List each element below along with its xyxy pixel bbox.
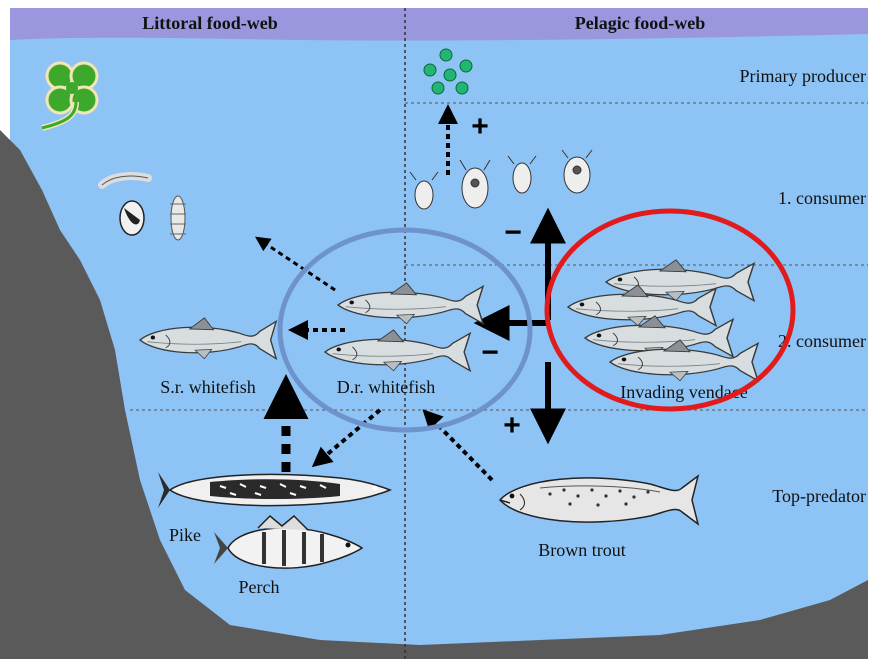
sign-plus-predator: + (503, 409, 521, 442)
level-consumer-1: 1. consumer (778, 188, 866, 208)
label-dr-whitefish: D.r. whitefish (337, 377, 436, 397)
sign-minus-whitefish: − (481, 336, 499, 369)
sign-minus-consumer: − (504, 216, 522, 249)
label-pike: Pike (169, 525, 201, 545)
header-pelagic: Pelagic food-web (575, 13, 705, 33)
header-littoral: Littoral food-web (142, 13, 277, 33)
label-brown-trout: Brown trout (538, 540, 626, 560)
label-perch: Perch (239, 577, 280, 597)
sign-plus-primary: + (471, 110, 489, 143)
label-sr-whitefish: S.r. whitefish (160, 377, 256, 397)
level-primary-producer: Primary producer (740, 66, 866, 86)
header-band (10, 8, 868, 41)
level-top-predator: Top-predator (772, 486, 866, 506)
